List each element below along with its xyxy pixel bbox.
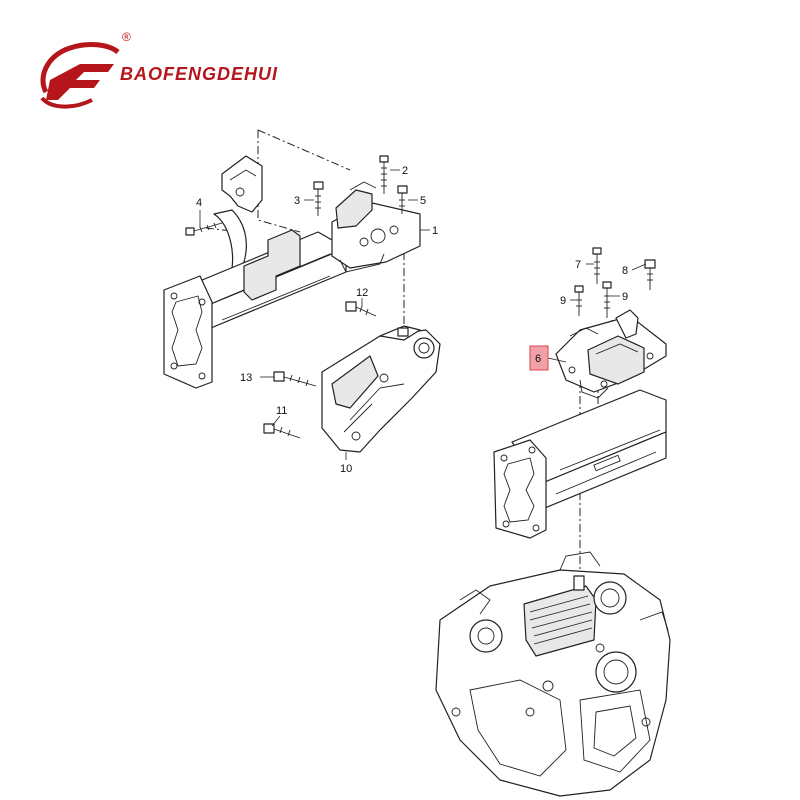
bolt-3 bbox=[313, 181, 324, 216]
callout-5: 5 bbox=[420, 195, 426, 207]
bolt-9-right bbox=[602, 281, 612, 318]
frame-bracket bbox=[213, 155, 263, 277]
bolt-8 bbox=[644, 259, 656, 290]
callout-12: 12 bbox=[356, 287, 368, 299]
gearbox-housing bbox=[435, 551, 671, 797]
transmission-mount-6 bbox=[555, 309, 667, 399]
alignment-line bbox=[257, 129, 351, 171]
alignment-line bbox=[257, 130, 301, 233]
left-crossmember bbox=[163, 229, 347, 389]
callout-11: 11 bbox=[276, 405, 287, 417]
bolt-13 bbox=[273, 371, 317, 387]
gearbox-bracket-10 bbox=[321, 325, 441, 453]
brand-name: BAOFENGDEHUI bbox=[120, 64, 279, 84]
callout-3: 3 bbox=[294, 195, 300, 207]
callout-10: 10 bbox=[340, 463, 352, 475]
bolt-2 bbox=[379, 155, 389, 194]
registered-mark: ® bbox=[122, 30, 131, 44]
leader-11 bbox=[271, 415, 281, 427]
highlight-box-part-6 bbox=[529, 345, 549, 371]
right-transmission-mount-assembly: 7 8 9 9 6 bbox=[435, 247, 671, 797]
callout-13: 13 bbox=[240, 372, 252, 384]
callout-2: 2 bbox=[402, 165, 408, 177]
left-engine-mount-assembly: 2 3 5 4 1 12 13 11 10 bbox=[163, 129, 441, 475]
leader-6 bbox=[547, 357, 567, 363]
callout-4: 4 bbox=[196, 197, 202, 209]
bolt-7 bbox=[592, 247, 602, 284]
callout-9-right: 9 bbox=[622, 291, 628, 303]
callout-8: 8 bbox=[622, 265, 628, 277]
callout-9-left: 9 bbox=[560, 295, 566, 307]
bf-logo-icon bbox=[40, 42, 120, 109]
callout-1: 1 bbox=[432, 225, 438, 237]
engine-mount-1 bbox=[331, 181, 421, 273]
bolt-4 bbox=[185, 222, 223, 236]
leader-8 bbox=[631, 263, 647, 271]
callout-7: 7 bbox=[575, 259, 581, 271]
right-crossmember bbox=[493, 389, 667, 539]
callout-6: 6 bbox=[535, 353, 541, 365]
brand-logo: ® BAOFENGDEHUI bbox=[36, 30, 326, 114]
bolt-9-left bbox=[574, 285, 584, 316]
bolt-11 bbox=[263, 423, 301, 439]
bolt-12 bbox=[345, 301, 377, 317]
bolt-5 bbox=[397, 185, 408, 214]
